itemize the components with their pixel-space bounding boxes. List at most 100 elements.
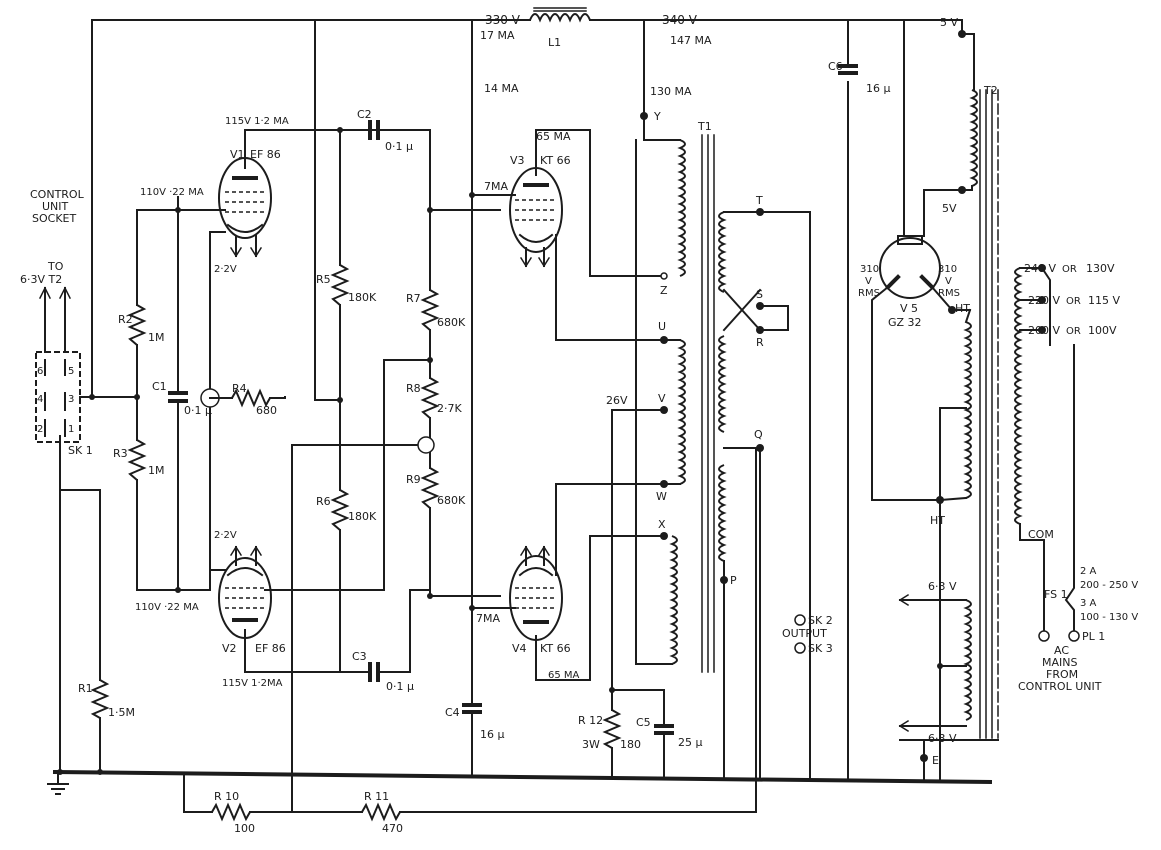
cathode-voltage: 26V [606,394,628,407]
tap-220-node [1038,296,1046,304]
v3-screen-label: 7MA [484,180,508,193]
heater-out-label-1: TO [47,260,64,273]
or-3: OR [1066,326,1081,337]
tap-x-node [660,532,668,540]
sk1-pin3: 3 [68,394,74,405]
choke-l1 [529,7,591,23]
tube-v2 [209,545,385,673]
v1-screen-label: 110V ·22 MA [140,187,204,198]
or-2: OR [1066,296,1081,307]
v340-label: 340 V [662,13,698,27]
tap-q-node [756,444,764,452]
tap-w-node [660,480,668,488]
ac-line-4: CONTROL UNIT [1018,680,1102,693]
r1-value: 1·5M [108,706,135,719]
transformer-t2 [898,89,1075,783]
tap-p-node [720,576,728,584]
c2-value: 0·1 µ [385,140,413,153]
ht-top-node [948,306,956,314]
tap-u-label: U [658,320,666,333]
alt100-label: 100V [1088,324,1117,337]
r12-value: 180 [620,738,641,751]
ht-bot-label: HT [930,514,945,527]
t2-label: T2 [983,84,998,97]
v3-name: V3 [510,154,525,167]
r7-value: 680K [437,316,466,329]
r3-label: R3 [113,447,128,460]
control-label-3: SOCKET [32,212,76,225]
ma130-label: 130 MA [650,85,692,98]
tube-v5 [871,189,971,501]
tap-z-node [660,272,668,280]
ma17-label: 17 MA [480,29,515,42]
control-label-2: UNIT [42,200,69,213]
ground-symbol [47,771,69,795]
v5-top-node [958,30,966,38]
t1-label: T1 [697,120,712,133]
sk1-pin4: 4 [37,394,43,405]
v3-plate-label: 65 MA [536,130,571,143]
junction-dots [57,127,943,775]
supply-rails [52,19,993,785]
pl1-label: PL 1 [1082,630,1105,643]
sk3-label: SK 3 [808,642,833,655]
fil-top-label: 6·3 V [928,580,957,593]
r10-r11-network [183,447,757,822]
v5-name: V 5 [900,302,918,315]
v5-top-label: 5 V [940,16,958,29]
sk2-label: SK 2 [808,614,833,627]
c5-label: C5 [636,716,651,729]
tap-x-label: X [658,518,666,531]
ma14-label: 14 MA [484,82,519,95]
fs1-label: FS 1 [1044,588,1068,601]
fuse-b: 3 A [1080,598,1097,609]
v2-type: EF 86 [255,642,286,655]
r5-value: 180K [348,291,377,304]
sk1-pin5: 5 [68,366,74,377]
c5-value: 25 µ [678,736,703,749]
c6-label: C6 [828,60,843,73]
r5-label: R5 [316,273,331,286]
r9-label: R9 [406,473,421,486]
tap240-label: 240 V [1024,262,1056,275]
tap-t-label: T [755,194,763,207]
capacitor-c2 [368,120,431,211]
v330-label: 330 V [485,13,521,27]
capacitor-c4 [462,703,482,776]
sk1-pin2: 2 [37,424,43,435]
alt115-label: 115 V [1088,294,1120,307]
c3-value: 0·1 µ [386,680,414,693]
tap-200-node [1038,326,1046,334]
c2-label: C2 [357,108,372,121]
tube-v4 [471,483,665,681]
r6-value: 180K [348,510,377,523]
rms-right-3: RMS [938,288,960,299]
ac-line-3: FROM [1046,668,1078,681]
c1-value: 0·1 µ [184,404,212,417]
c3-label: C3 [352,650,367,663]
v1-plate-label: 115V 1·2 MA [225,116,289,127]
or-1: OR [1062,264,1077,275]
tap220-label: 220 V [1028,294,1060,307]
cathode-network [602,409,674,779]
v4-type: KT 66 [540,642,571,655]
e-label: E [932,754,939,767]
output-label: OUTPUT [782,627,827,640]
sk1-label: SK 1 [68,444,93,457]
capacitor-c3 [368,589,431,682]
rms-left-1: 310 [860,264,879,275]
r8-value: 2·7K [437,402,462,415]
tap-s-node [756,302,764,310]
rms-right-1: 310 [938,264,957,275]
v1-name: V1 [230,148,245,161]
v4-screen-label: 7MA [476,612,500,625]
r7-label: R7 [406,292,421,305]
heater-out-label-2: 6·3V T2 [20,273,62,286]
fil-bot-label: 6·3 V [928,732,957,745]
v2-cathode-label: 2·2V [214,530,237,541]
sk1-pin6: 6 [37,366,43,377]
r5-r6-network [291,129,431,813]
ac-line-1: AC [1054,644,1069,657]
r9-value: 680K [437,494,466,507]
